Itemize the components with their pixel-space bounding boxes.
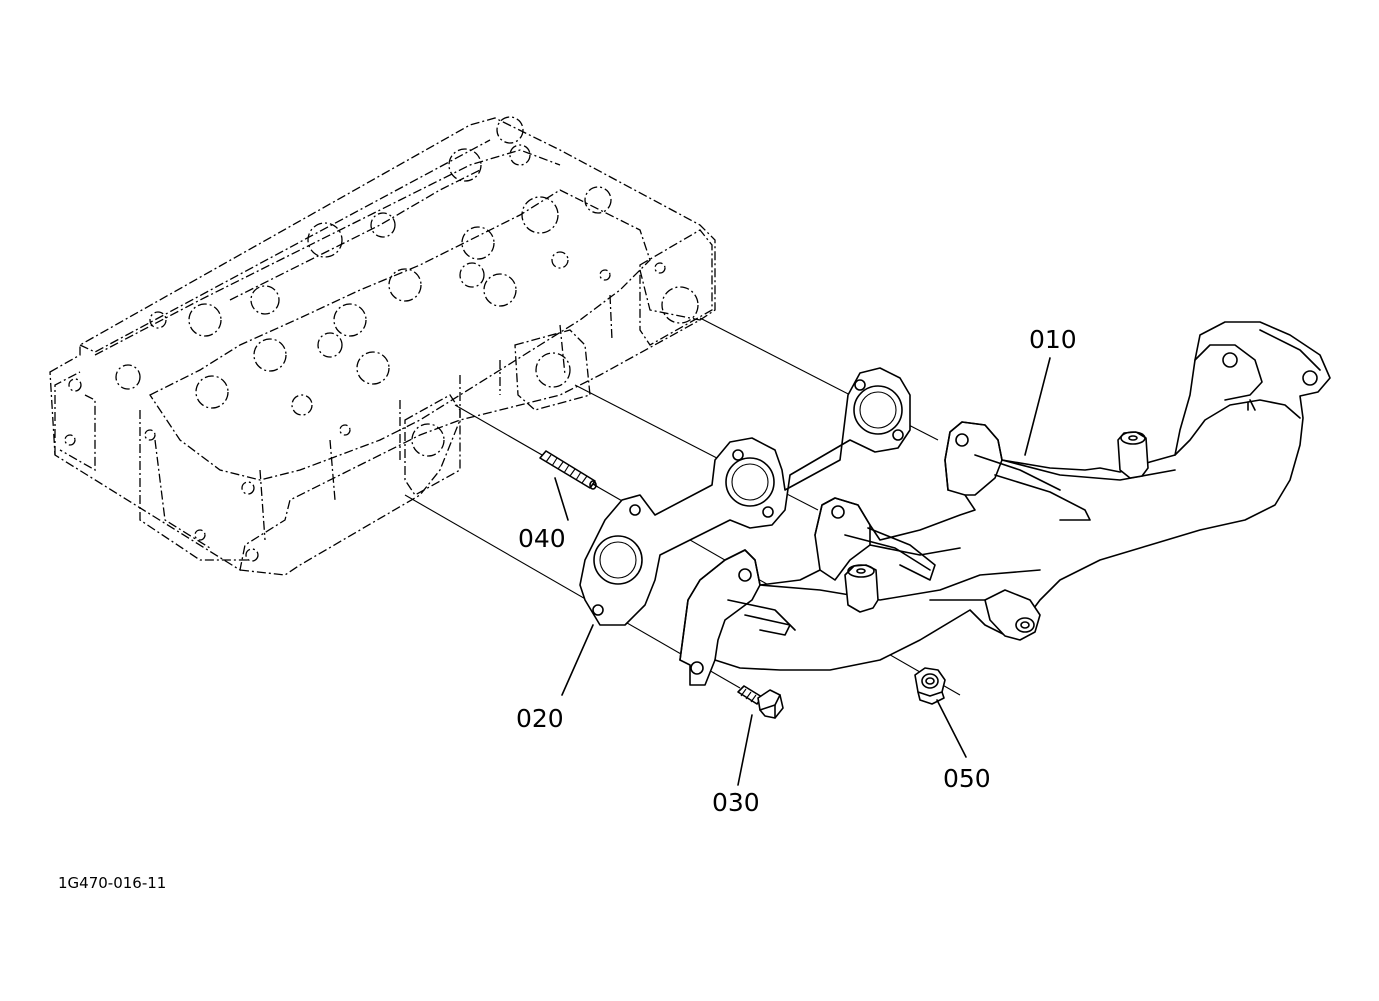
flange-nut — [914, 667, 946, 705]
exhaust-gasket — [579, 367, 911, 626]
leader-lines — [554, 357, 1051, 786]
stud-bolt — [539, 450, 597, 490]
part-number-020: 020 — [516, 704, 564, 733]
part-number-010: 010 — [1029, 325, 1077, 354]
part-number-030: 030 — [712, 788, 760, 817]
flange-bolt — [737, 685, 784, 719]
part-number-050: 050 — [943, 764, 991, 793]
cylinder-head-phantom — [49, 116, 716, 576]
drawing-code: 1G470-016-11 — [58, 874, 167, 892]
part-number-040: 040 — [518, 524, 566, 553]
exhaust-manifold — [679, 321, 1331, 686]
